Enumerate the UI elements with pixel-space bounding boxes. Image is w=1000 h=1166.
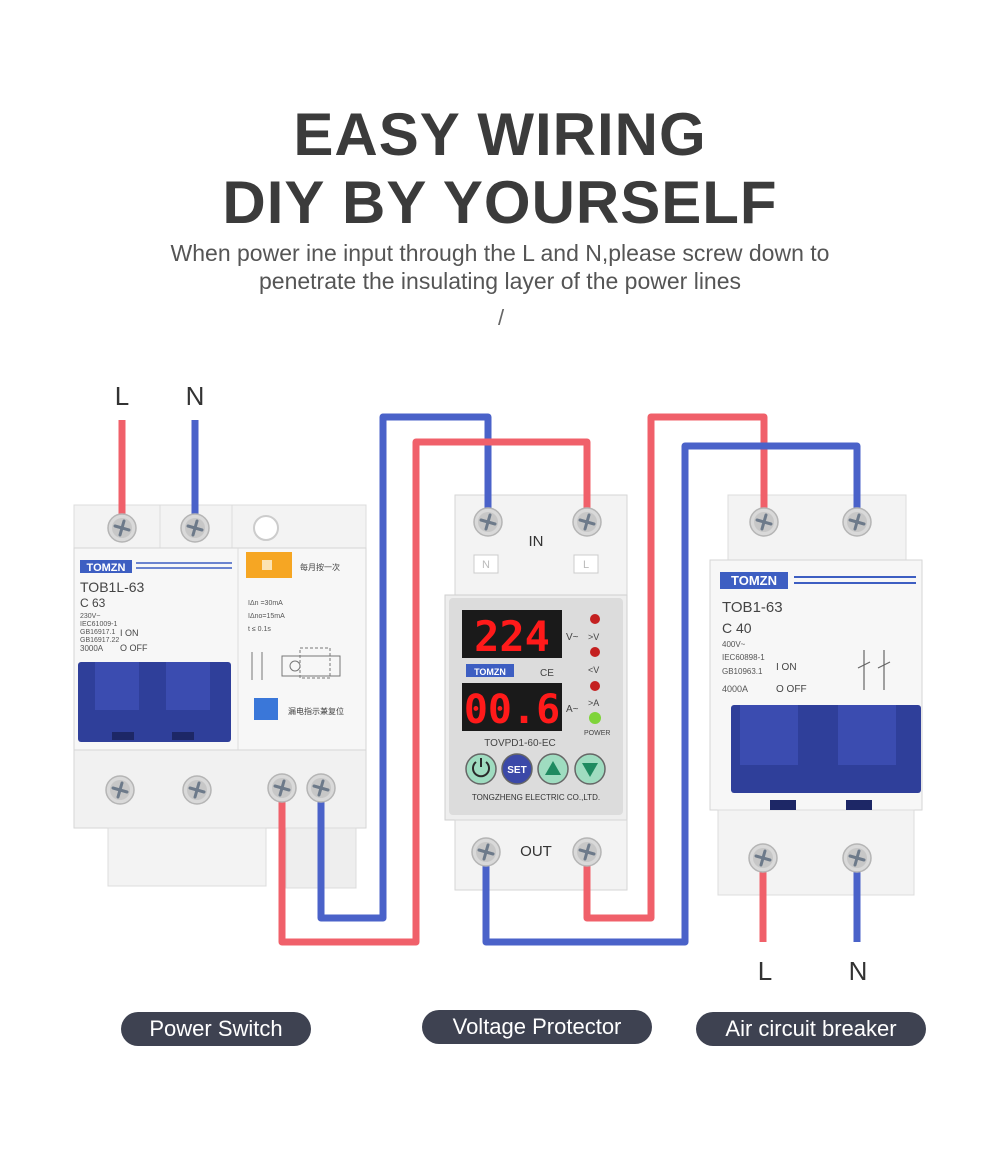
rcd-leak-1: IΔn =30mA	[248, 600, 283, 607]
switch-to-vp-live-wire	[278, 438, 591, 946]
power-switch-spec-1: 230V~	[80, 613, 100, 620]
output-l-label: L	[758, 956, 772, 986]
power-switch-spec-2: IEC61009-1	[80, 621, 117, 628]
air-breaker-circuit-symbol	[857, 650, 891, 690]
power-switch-brand: TOMZN	[87, 562, 126, 574]
power-switch-spec-4: GB16917.22	[80, 637, 119, 644]
rcd-reset-label: 漏电指示兼复位	[288, 706, 344, 716]
power-switch-spec-5: 3000A	[80, 644, 104, 653]
vp-in-label: IN	[529, 533, 544, 550]
breaker-in-n-terminal[interactable]	[841, 506, 873, 538]
title-line-1: EASY WIRING	[293, 101, 707, 168]
vp-brand-badge	[466, 664, 514, 677]
vp-in-l-terminal[interactable]	[571, 506, 603, 538]
title-line-2: DIY BY YOURSELF	[222, 169, 778, 236]
vp-maker: TONGZHENG ELECTRIC CO.,LTD.	[472, 793, 600, 802]
subtitle-line-2: penetrate the insulating layer of the po…	[258, 268, 742, 294]
vp-model: TOVPD1-60-EC	[484, 738, 556, 749]
switch-bottom-terminal-2[interactable]	[181, 774, 213, 806]
arrow-down-icon	[582, 763, 598, 777]
vp-in-n-terminal[interactable]	[472, 506, 504, 538]
power-switch-brand-badge	[80, 560, 132, 573]
input-l-label: L	[115, 381, 129, 411]
vp-power-button[interactable]	[465, 753, 497, 785]
voltage-protector-device: N L IN 224 00.6 V~ A~ TOMZN CE >V <V >A …	[444, 494, 628, 891]
rcd-leak-2: IΔno=15mA	[248, 613, 285, 620]
vp-current-screen	[462, 683, 562, 731]
vp-out-l-terminal[interactable]	[571, 836, 603, 868]
vp-set-button[interactable]: SET	[501, 753, 533, 785]
vp-to-breaker-live-wire	[583, 413, 768, 922]
rcd-circuit-symbol	[251, 647, 341, 680]
switch-in-l-terminal[interactable]	[106, 512, 138, 544]
rcd-test-label: 每月按一次	[300, 562, 340, 572]
vp-out-n-terminal[interactable]	[470, 836, 502, 868]
vp-current-display: 00.6	[464, 687, 560, 733]
air-breaker-spec-2: IEC60898-1	[722, 653, 765, 662]
breaker-out-l-terminal[interactable]	[747, 842, 779, 874]
subtitle-line-1: When power ine input through the L and N…	[170, 240, 830, 266]
air-breaker-rating: C 40	[722, 620, 752, 636]
vp-volt-unit: V~	[566, 632, 579, 643]
switch-to-vp-neutral-wire	[317, 413, 492, 922]
slash-mark: /	[498, 305, 505, 330]
vp-over-voltage-label: >V	[588, 632, 599, 642]
power-switch-handle-2[interactable]	[166, 662, 210, 710]
arrow-up-icon	[545, 761, 561, 775]
power-switch-on-label: I ON	[120, 628, 139, 638]
vp-over-current-label: >A	[588, 698, 599, 708]
vp-power-led	[589, 712, 601, 724]
switch-in-n-terminal[interactable]	[179, 512, 211, 544]
vp-terminal-l: L	[583, 559, 589, 571]
breaker-in-l-terminal[interactable]	[748, 506, 780, 538]
power-switch-handle-1[interactable]	[95, 662, 139, 710]
power-switch-off-label: O OFF	[120, 643, 148, 653]
vp-under-voltage-led	[590, 647, 600, 657]
air-breaker-handle-1[interactable]	[740, 705, 798, 765]
power-switch-model: TOB1L-63	[80, 579, 145, 595]
vp-to-breaker-neutral-wire	[482, 442, 861, 946]
vp-ce-mark: CE	[540, 668, 554, 679]
air-breaker-brand: TOMZN	[731, 573, 777, 588]
vp-over-current-led	[590, 681, 600, 691]
air-breaker-off-label: O OFF	[776, 684, 807, 695]
vp-brand: TOMZN	[474, 667, 506, 677]
rcd-reset-indicator[interactable]	[254, 698, 278, 720]
power-switch-rating: C 63	[80, 596, 106, 610]
vp-set-label: SET	[507, 765, 526, 776]
breaker-out-n-terminal[interactable]	[841, 842, 873, 874]
air-breaker-brand-badge	[720, 572, 788, 589]
voltage-protector-caption: Voltage Protector	[422, 1010, 652, 1044]
air-breaker-spec-4: 4000A	[722, 684, 748, 694]
vp-voltage-screen	[462, 610, 562, 658]
air-breaker-spec-1: 400V~	[722, 640, 746, 649]
test-knob	[253, 515, 279, 541]
air-breaker-on-label: I ON	[776, 662, 797, 673]
switch-bottom-terminal-1[interactable]	[104, 774, 136, 806]
output-n-label: N	[849, 956, 868, 986]
vp-amp-unit: A~	[566, 704, 579, 715]
air-breaker-handle-2[interactable]	[838, 705, 896, 765]
vp-out-label: OUT	[520, 843, 552, 860]
switch-out-n-terminal[interactable]	[305, 772, 337, 804]
power-switch-spec-3: GB16917.1	[80, 629, 116, 636]
vp-down-button[interactable]	[574, 753, 606, 785]
vp-terminal-n: N	[482, 559, 490, 571]
wires	[118, 413, 861, 946]
vp-voltage-display: 224	[474, 612, 550, 661]
air-breaker-caption: Air circuit breaker	[696, 1012, 926, 1046]
power-switch-caption: Power Switch	[121, 1012, 311, 1046]
vp-power-label: POWER	[584, 730, 610, 737]
switch-out-l-terminal[interactable]	[266, 772, 298, 804]
vp-up-button[interactable]	[537, 753, 569, 785]
air-breaker-device: TOMZN TOB1-63 C 40 400V~ IEC60898-1 GB10…	[709, 494, 923, 896]
vp-over-voltage-led	[590, 614, 600, 624]
air-breaker-spec-3: GB10963.1	[722, 667, 763, 676]
rcd-leak-3: t ≤ 0.1s	[248, 626, 271, 633]
air-breaker-model: TOB1-63	[722, 599, 783, 616]
input-n-label: N	[186, 381, 205, 411]
vp-under-voltage-label: <V	[588, 665, 599, 675]
